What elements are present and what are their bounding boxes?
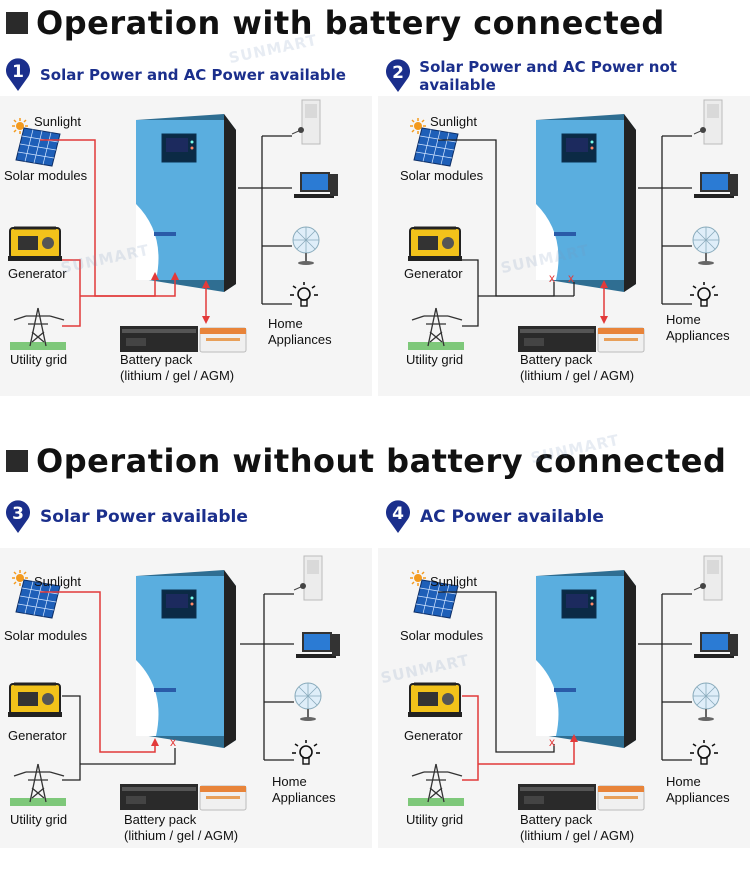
solar-panel-icon [15,127,61,167]
scenario-3-panel: x Sunlight Solar modules Generator Utili… [0,548,372,848]
utility-grid-label: Utility grid [10,352,68,367]
computer-icon [694,172,738,198]
section-square-icon [6,12,28,34]
wiring-diagram: x [406,555,738,811]
computer-icon [694,632,738,658]
home-label: Home [272,774,307,789]
sunlight-label: Sunlight [430,114,477,129]
bulb-icon [289,281,319,307]
home-label: Home [268,316,303,331]
generator-icon [406,226,464,263]
computer-icon [294,172,338,198]
air-conditioner-icon [693,99,723,145]
battery-pack-label: Battery pack [124,812,197,827]
battery-pack-label: Battery pack [520,352,593,367]
scenario-2-heading: 2 Solar Power and AC Power not available [384,58,750,94]
wiring-diagram [6,99,338,353]
battery-pack-icon [119,325,247,353]
appliances-label: Appliances [272,790,336,805]
utility-pylon-icon [407,763,465,807]
solar-panel-icon [413,127,459,167]
generator-icon [6,226,64,263]
scenario-4-panel: x Sunlight Solar modules Generator Utili… [378,548,750,848]
utility-pylon-icon [9,763,67,807]
wiring-diagram: x x [406,99,738,353]
cross-icon: x [568,271,574,285]
pin-badge-icon: 2 [384,59,411,93]
section-title-text: Operation with battery connected [36,4,665,42]
sunlight-label: Sunlight [34,574,81,589]
air-conditioner-icon [291,99,321,145]
scenario-4-heading: 4 AC Power available [384,500,604,534]
computer-icon [296,632,340,658]
pin-badge-icon: 4 [384,500,412,534]
scenario-3-heading: 3 Solar Power available [4,500,248,534]
section-square-icon [6,450,28,472]
fan-icon [692,682,720,722]
section-title-battery: Operation with battery connected [6,4,665,42]
battery-pack-icon [517,783,645,811]
solar-modules-label: Solar modules [4,628,88,643]
bulb-icon [689,739,719,765]
fan-icon [292,226,320,266]
utility-pylon-icon [407,307,465,351]
sunlight-label: Sunlight [430,574,477,589]
generator-icon [6,682,64,719]
utility-grid-label: Utility grid [10,812,68,827]
solar-modules-label: Solar modules [400,628,484,643]
fan-icon [692,226,720,266]
scenario-title: AC Power available [420,507,604,527]
battery-types-label: (lithium / gel / AGM) [124,828,239,843]
generator-icon [406,682,464,719]
battery-types-label: (lithium / gel / AGM) [520,368,635,383]
utility-pylon-icon [9,307,67,351]
inverter-icon [535,569,637,749]
utility-grid-label: Utility grid [406,812,464,827]
battery-pack-icon [119,783,247,811]
scenario-title: Solar Power available [40,507,248,527]
generator-label: Generator [404,728,463,743]
bulb-icon [291,739,321,765]
air-conditioner-icon [293,555,323,601]
solar-modules-label: Solar modules [4,168,88,183]
cross-icon: x [549,271,555,285]
inverter-icon [135,569,237,749]
appliances-label: Appliances [666,790,730,805]
generator-label: Generator [8,728,67,743]
bulb-icon [689,281,719,307]
scenario-1-heading: 1 Solar Power and AC Power available [4,58,346,92]
sunlight-label: Sunlight [34,114,81,129]
scenario-title: Solar Power and AC Power available [40,66,346,84]
cross-icon: x [170,735,176,749]
wiring-diagram: x [6,555,340,811]
appliances-label: Appliances [666,328,730,343]
section-title-no-battery: Operation without battery connected [6,442,726,480]
home-label: Home [666,312,701,327]
generator-label: Generator [404,266,463,281]
scenario-2-panel: x x Sunlight Solar modules Generator Uti… [378,96,750,396]
battery-pack-icon [517,325,645,353]
fan-icon [294,682,322,722]
inverter-icon [135,113,237,293]
solar-modules-label: Solar modules [400,168,484,183]
scenario-title: Solar Power and AC Power not available [419,58,677,94]
section-title-text: Operation without battery connected [36,442,727,480]
appliances-label: Appliances [268,332,332,347]
battery-types-label: (lithium / gel / AGM) [520,828,635,843]
air-conditioner-icon [693,555,723,601]
cross-icon: x [549,735,555,749]
battery-pack-label: Battery pack [520,812,593,827]
battery-types-label: (lithium / gel / AGM) [120,368,235,383]
home-label: Home [666,774,701,789]
battery-pack-label: Battery pack [120,352,193,367]
generator-label: Generator [8,266,67,281]
pin-badge-icon: 3 [4,500,32,534]
pin-badge-icon: 1 [4,58,32,92]
scenario-1-panel: Sunlight Solar modules Generator Utility… [0,96,372,396]
utility-grid-label: Utility grid [406,352,464,367]
